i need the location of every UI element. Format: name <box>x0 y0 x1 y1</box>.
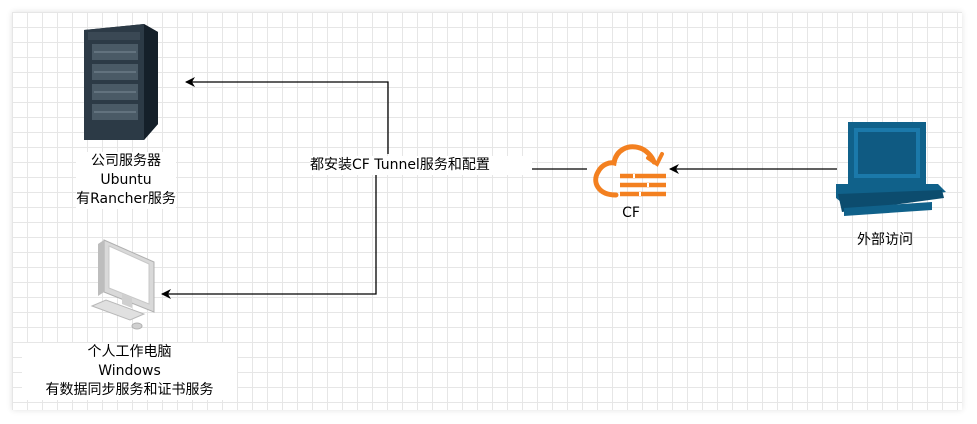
edge-to-server <box>185 77 389 154</box>
external-label: 外部访问 <box>857 232 913 248</box>
edge-to-pc <box>161 170 377 299</box>
pc-label-line-1: 个人工作电脑 <box>87 344 172 360</box>
pc-label-line-3: 有数据同步服务和证书服务 <box>45 382 214 398</box>
server-label: 公司服务器 Ubuntu 有Rancher服务 <box>76 152 176 209</box>
pc-label: 个人工作电脑 Windows 有数据同步服务和证书服务 <box>22 343 237 400</box>
edge-label: 都安装CF Tunnel服务和配置 <box>310 156 532 175</box>
diagram-edges <box>161 77 837 299</box>
pc-label-line-2: Windows <box>98 363 161 379</box>
server-label-line-2: Ubuntu <box>100 172 152 188</box>
cf-label: CF <box>622 205 640 221</box>
diagram-canvas: 公司服务器 Ubuntu 有Rancher服务 个人工作电脑 Windows 有… <box>12 12 962 410</box>
server-label-line-1: 公司服务器 <box>91 153 161 169</box>
server-label-line-3: 有Rancher服务 <box>76 191 176 207</box>
